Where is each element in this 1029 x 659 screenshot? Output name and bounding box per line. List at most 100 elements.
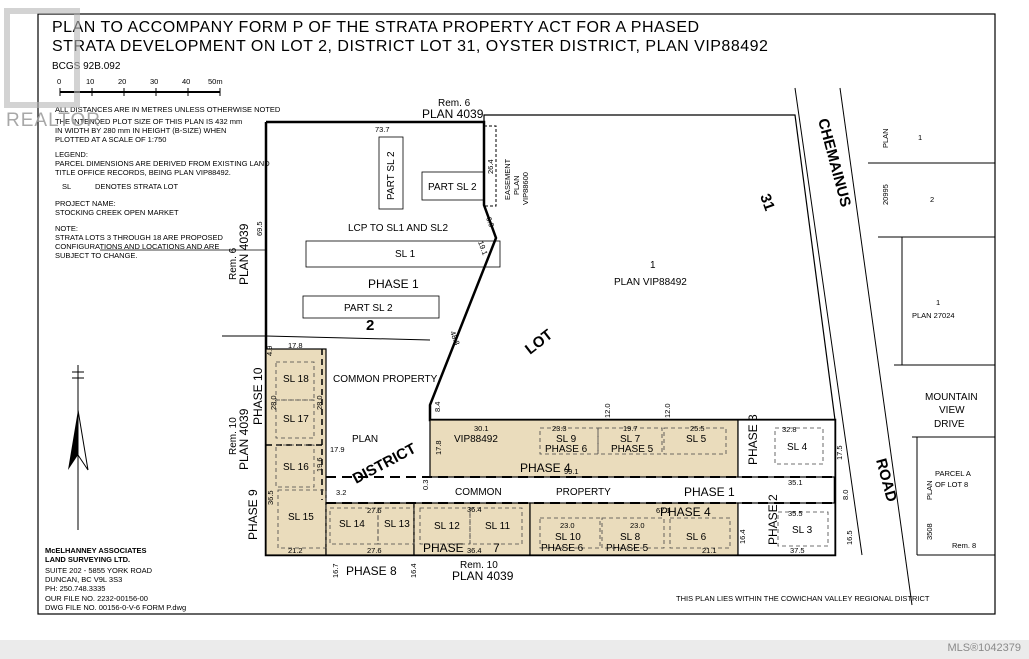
scale-tick-50m: 50m [208, 77, 223, 86]
dimension-d355: 35.5 [788, 509, 803, 518]
regional-district-note: THIS PLAN LIES WITHIN THE COWICHAN VALLE… [676, 594, 930, 603]
scale-tick-20: 20 [118, 77, 126, 86]
plan-right-label: PLAN [925, 480, 934, 500]
mountain-label-1: MOUNTAIN [925, 392, 978, 403]
easement-label-1: EASEMENT [503, 158, 512, 200]
dimension-d276b: 27.6 [367, 546, 382, 555]
rem-6-top: Rem. 6 [438, 98, 471, 109]
dimension-d211: 21.1 [702, 546, 717, 555]
dimension-d233: 23.3 [552, 424, 567, 433]
dimension-d351: 35.1 [788, 478, 803, 487]
sl-13-label: SL 13 [384, 519, 410, 530]
mountain-label-2: VIEW [939, 405, 965, 416]
realtor-logo-frame [4, 8, 80, 108]
common-property-top: COMMON PROPERTY [333, 374, 438, 385]
note-line-1: STRATA LOTS 3 THROUGH 18 ARE PROPOSED [55, 233, 224, 242]
surveyor-phone: PH: 250.748.3335 [45, 584, 105, 593]
plan-20995-label-a: PLAN [881, 128, 890, 148]
dimension-d197a: 19.7 [623, 424, 638, 433]
sl-7-label: SL 7 [620, 434, 641, 445]
sl-14-label: SL 14 [339, 519, 365, 530]
lot-2-number: 2 [366, 317, 374, 334]
sl-17-label: SL 17 [283, 414, 309, 425]
note-line-3: SUBJECT TO CHANGE. [55, 251, 138, 260]
scale-bar: 0 10 20 30 40 50m [57, 77, 223, 96]
part-sl-2-small-box [421, 171, 485, 201]
sl-4-label: SL 4 [787, 442, 808, 453]
dimension-d99a: 99.1 [564, 467, 579, 476]
mls-number: MLS®1042379 [947, 642, 1021, 654]
surveyor-address-2: DUNCAN, BC V9L 3S3 [45, 575, 122, 584]
phase-7-number: 7 [493, 541, 500, 555]
dimension-d280b: 28.0 [315, 395, 324, 410]
rem-10-left: Rem. 10 [228, 417, 239, 455]
surveyor-address-1: SUITE 202 - 5855 YORK ROAD [45, 566, 153, 575]
legend-line-1: PARCEL DIMENSIONS ARE DERIVED FROM EXIST… [55, 159, 270, 168]
sl-1-box [305, 240, 501, 268]
title-line-1: PLAN TO ACCOMPANY FORM P OF THE STRATA P… [52, 19, 700, 36]
dimension-d179: 17.9 [330, 445, 345, 454]
plan-27024-label: PLAN 27024 [912, 311, 955, 320]
phase-2-label: PHASE 2 [766, 494, 780, 545]
strata-plan-drawing: PLAN TO ACCOMPANY FORM P OF THE STRATA P… [37, 13, 996, 615]
property-label: PROPERTY [556, 487, 611, 498]
dimension-d49: 4.9 [265, 346, 274, 356]
legend-heading: LEGEND: [55, 150, 88, 159]
sl-6-label: SL 6 [686, 532, 707, 543]
lot-31-number: 31 [756, 192, 778, 213]
sl-5-label: SL 5 [686, 434, 707, 445]
mountain-label-3: DRIVE [934, 419, 965, 430]
dimension-d196: 19.6 [315, 457, 324, 472]
dimension-d230b: 23.0 [630, 521, 645, 530]
phase-3-label: PHASE 3 [746, 414, 760, 465]
plan-word: PLAN [352, 434, 378, 445]
phase-10-label: PHASE 10 [251, 367, 265, 425]
scale-tick-30: 30 [150, 77, 158, 86]
phase-5-label-b: PHASE 5 [606, 543, 649, 554]
lot-1-boundary [483, 114, 836, 421]
phase-areas [265, 348, 739, 556]
scale-tick-0: 0 [57, 77, 61, 86]
plan-4039-left: PLAN 4039 [237, 223, 251, 285]
phase-1-mid-label: PHASE 1 [684, 485, 735, 499]
road-edge-east [839, 87, 913, 606]
plan-1-label: 1 [650, 260, 656, 271]
dimension-d301: 30.1 [474, 424, 489, 433]
note-label: NOTE: [55, 224, 78, 233]
dimension-d84: 8.4 [433, 402, 442, 412]
dimension-d178: 17.8 [288, 341, 303, 350]
dimension-d164: 16.4 [409, 563, 418, 578]
legend-line-2: TITLE OFFICE RECORDS, BEING PLAN VIP8849… [55, 168, 231, 177]
easement-label-3: VIP88600 [521, 172, 530, 205]
phase-2-area [737, 502, 836, 556]
surveyor-file-no: OUR FILE NO. 2232-00156-00 [45, 594, 148, 603]
dimension-d167: 16.7 [331, 563, 340, 578]
dimension-d32: 3.2 [336, 488, 346, 497]
dimension-d737: 73.7 [375, 125, 390, 134]
bottom-bar: MLS®1042379 [0, 640, 1029, 659]
sl-8-label: SL 8 [620, 532, 641, 543]
part-sl-2-label-a: PART SL 2 [386, 151, 397, 200]
dimension-d164b: 16.4 [738, 529, 747, 544]
dimension-d264: 26.4 [486, 159, 495, 174]
east-parcels [868, 162, 995, 556]
dimension-d365: 36.5 [266, 490, 275, 505]
sl-1-label: SL 1 [395, 249, 416, 260]
lot-2-a: 2 [930, 195, 934, 204]
sl-15-label: SL 15 [288, 512, 314, 523]
scale-tick-10: 10 [86, 77, 94, 86]
lot-divider-line [265, 335, 431, 341]
phase-4-label-b: PHASE 4 [660, 505, 711, 519]
dimension-d255: 25.5 [690, 424, 705, 433]
note-size-1: THE INTENDED PLOT SIZE OF THIS PLAN IS 4… [55, 117, 242, 126]
phase-3-area [737, 419, 836, 478]
note-size-2: IN WIDTH BY 280 mm IN HEIGHT (B-SIZE) WH… [55, 126, 226, 135]
dimension-d175: 17.5 [835, 445, 844, 460]
rem-10-bottom: Rem. 10 [460, 560, 498, 571]
dimension-d212: 21.2 [288, 546, 303, 555]
sl-16-label: SL 16 [283, 462, 309, 473]
dimension-d375: 37.5 [790, 546, 805, 555]
sl-10-label: SL 10 [555, 532, 581, 543]
phase-7-label: PHASE [423, 541, 464, 555]
dimension-d364b: 36.4 [467, 546, 482, 555]
